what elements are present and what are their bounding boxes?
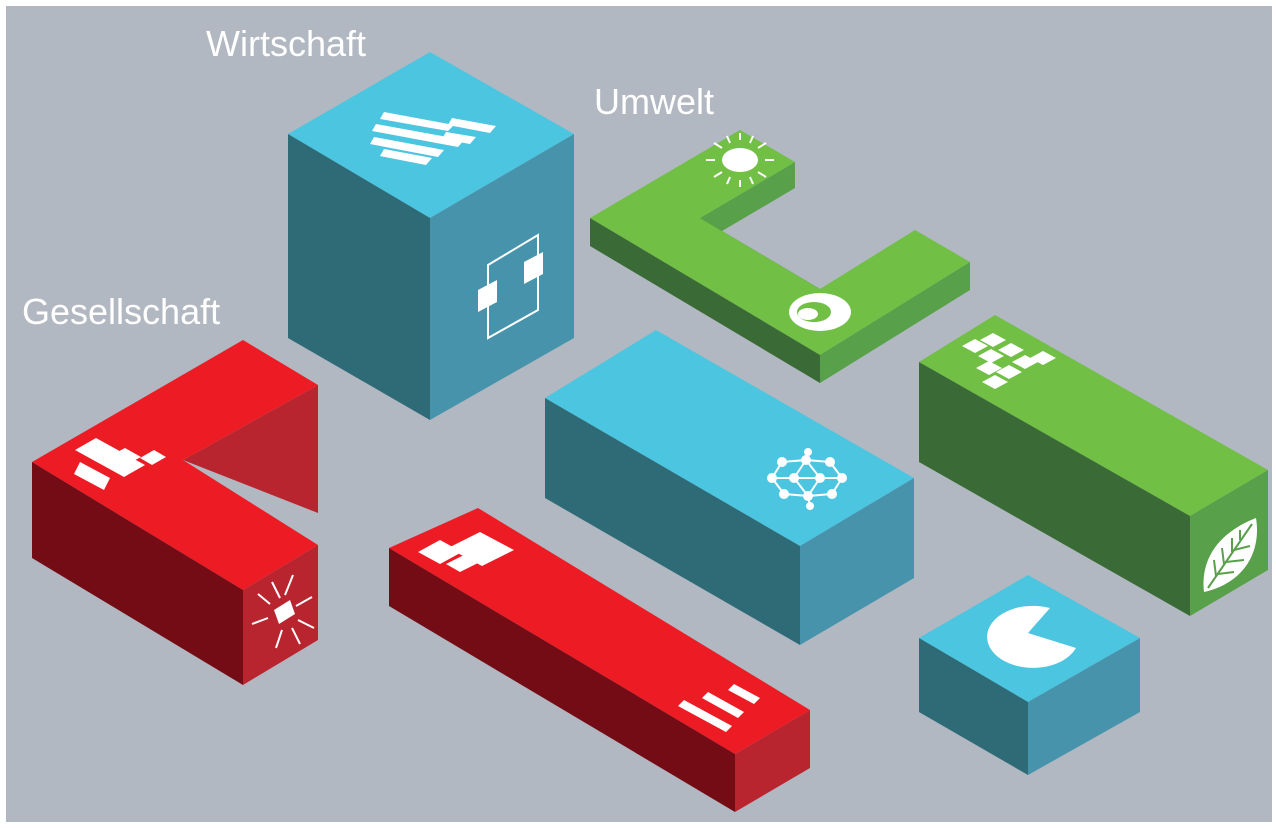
bar-top-face [919, 315, 1268, 516]
l-block-top [32, 340, 318, 590]
bar-left-face [389, 548, 735, 812]
bar-top-face [389, 508, 810, 754]
economy-cube [288, 52, 574, 420]
bar-right-face [735, 710, 810, 812]
pie-chart-icon [987, 605, 1076, 668]
label-environment: Umwelt [594, 81, 714, 122]
society-l-block [32, 340, 318, 685]
cube-left-face [919, 638, 1028, 775]
l-block-left-face [32, 462, 243, 685]
squares-icon [418, 532, 514, 572]
diamond-grid-icon [962, 333, 1056, 389]
bar-grid-icon [370, 112, 496, 165]
cube-right-face [430, 134, 574, 420]
long-red-bar [389, 508, 810, 812]
flow-chart-icon [478, 233, 543, 340]
block-right-face [800, 478, 914, 645]
l-block-left-face [590, 218, 820, 383]
leaf-icon [1203, 518, 1257, 592]
label-economy: Wirtschaft [206, 23, 366, 64]
network-block [545, 330, 914, 645]
sun-icon [706, 133, 774, 187]
l-block-top [590, 130, 970, 355]
bar-left-face [919, 362, 1190, 616]
block-top-face [545, 330, 914, 546]
l-block-inner-face [183, 385, 318, 513]
cube-left-face [288, 134, 430, 420]
small-blue-cube [919, 575, 1140, 775]
eye-icon [789, 293, 851, 331]
l-block-inner-face [700, 162, 795, 244]
light-burst-icon [251, 574, 315, 649]
l-block-right-face [820, 262, 970, 383]
tetris-icon [74, 438, 166, 490]
environment-l-block [590, 130, 970, 383]
label-society: Gesellschaft [22, 291, 220, 332]
list-bars-icon [678, 684, 760, 732]
network-icon [767, 448, 847, 510]
cube-right-face [1028, 638, 1140, 775]
block-left-face [545, 398, 800, 645]
green-bar [919, 315, 1268, 616]
